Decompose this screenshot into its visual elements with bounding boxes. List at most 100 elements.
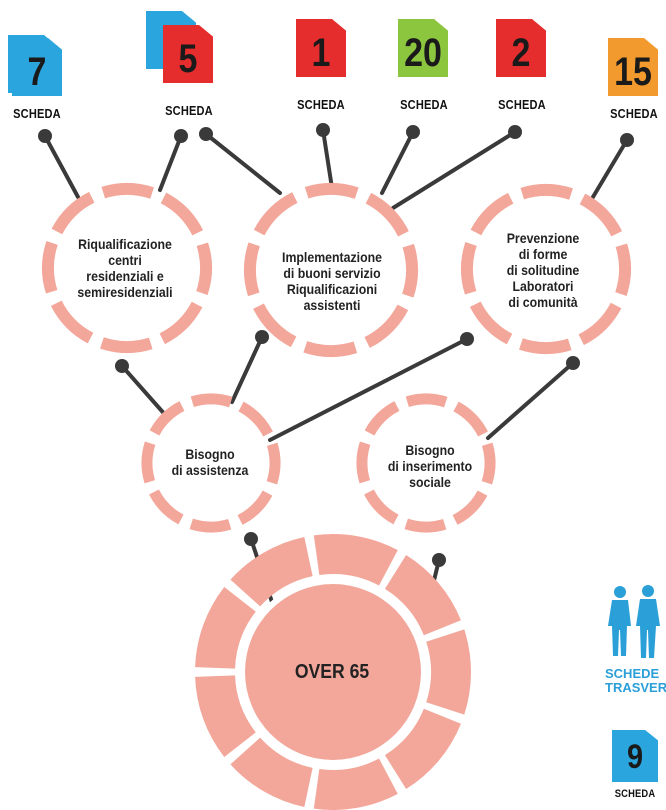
badge-number: 20 — [404, 31, 442, 75]
ring-riqualificazione-segment — [42, 241, 58, 294]
badge-label: SCHEDA — [610, 106, 658, 121]
trasversali-title: SCHEDE TRASVERSALI — [605, 667, 666, 695]
connector-badge15-prevenzione-line — [588, 138, 629, 204]
connector-badge15-prevenzione — [588, 133, 634, 204]
node-line: sociale — [409, 474, 451, 490]
badge-scheda-9[interactable]: 9 — [612, 730, 658, 782]
node-line: centri — [108, 252, 142, 268]
connector-badge5-implementazione-line — [204, 132, 282, 195]
node-over65[interactable]: OVER 65 — [294, 661, 370, 683]
node-bisogno-assistenza[interactable]: Bisogno di assistenza — [157, 446, 263, 478]
ring-bisogno-assistenza-segment — [189, 518, 232, 533]
ring-bisogno-inserimento-segment — [481, 442, 496, 485]
connector-badge7-riqualificazione-dot — [38, 129, 52, 143]
node-line: Bisogno — [405, 442, 455, 458]
ring-prevenzione-segment — [470, 192, 514, 236]
ring-prevenzione-segment — [578, 302, 622, 346]
connector-prevenzione-inserimento-line — [486, 361, 575, 440]
ring-implementazione-segment — [253, 192, 298, 236]
node-riqualificazione[interactable]: Riqualificazione centri residenziali e s… — [55, 236, 196, 300]
connector-inserimento-over65-dot — [432, 553, 446, 567]
ring-implementazione-segment — [365, 192, 409, 237]
node-line: di solitudine — [506, 262, 580, 278]
ring-bisogno-inserimento-segment — [356, 441, 371, 484]
ring-prevenzione-segment — [519, 338, 572, 354]
ring-over65-segment — [313, 758, 398, 810]
connector-badge5-riqualificazione-dot — [174, 129, 188, 143]
ring-bisogno-inserimento-segment — [364, 489, 399, 525]
ring-bisogno-inserimento — [356, 393, 496, 533]
node-line: di inserimento — [387, 458, 473, 474]
ring-bisogno-assistenza-segment — [141, 441, 156, 484]
connector-prevenzione-inserimento — [486, 356, 580, 440]
trasversali-line: SCHEDE — [605, 666, 660, 681]
connectors — [38, 123, 634, 607]
ring-riqualificazione-fill — [54, 195, 200, 341]
ring-riqualificazione-segment — [50, 300, 94, 344]
node-line: di assistenza — [171, 462, 249, 478]
ring-implementazione-segment — [244, 242, 260, 297]
ring-over65 — [195, 534, 471, 810]
ring-prevenzione-segment — [520, 184, 573, 200]
node-line: semiresidenziali — [77, 284, 173, 300]
ring-implementazione-segment — [253, 303, 297, 348]
ring-over65-segment — [195, 587, 257, 670]
badge-label: SCHEDA — [165, 103, 213, 118]
badge-label: SCHEDA — [297, 97, 345, 112]
ring-implementazione-fill — [256, 195, 406, 345]
badge-scheda-2[interactable]: 2 — [496, 19, 546, 77]
people-icon — [608, 585, 660, 658]
badge-number: 2 — [511, 31, 531, 75]
connector-badge20-implementazione — [380, 125, 420, 195]
rings — [42, 183, 631, 810]
node-line: Riqualificazione — [78, 236, 172, 252]
connector-badge1-implementazione — [316, 123, 334, 190]
connector-badge20-implementazione-dot — [406, 125, 420, 139]
ring-prevenzione-segment — [579, 193, 623, 237]
badge-scheda-1[interactable]: 1 — [296, 19, 346, 77]
ring-bisogno-assistenza-segment — [266, 442, 281, 485]
connector-badge2-implementazione — [391, 125, 522, 210]
ring-bisogno-inserimento-segment — [452, 490, 488, 525]
badge-scheda-20[interactable]: 20 — [398, 19, 448, 77]
node-line: di comunità — [508, 294, 578, 310]
node-bisogno-inserimento[interactable]: Bisogno di inserimento sociale — [377, 442, 483, 490]
connector-riqualificazione-assistenza-line — [120, 364, 170, 420]
ring-bisogno-assistenza-segment — [237, 490, 273, 525]
node-implementazione[interactable]: Implementazione di buoni servizio Riqual… — [262, 249, 403, 313]
connector-badge5-implementazione-dot — [199, 127, 213, 141]
ring-over65-segment — [384, 708, 461, 790]
badge-scheda-15[interactable]: 15 — [608, 38, 658, 96]
badge-label: SCHEDA — [614, 788, 656, 800]
connector-assistenza-over65-dot — [244, 532, 258, 546]
badge-number: 1 — [311, 31, 331, 75]
connector-prevenzione-assistenza — [268, 332, 474, 442]
badge-number: 9 — [626, 738, 644, 776]
ring-riqualificazione-segment — [101, 183, 154, 199]
connector-prevenzione-assistenza-dot — [460, 332, 474, 346]
connector-badge5-riqualificazione — [158, 129, 188, 192]
ring-prevenzione-segment — [469, 301, 513, 345]
ring-bisogno-assistenza-fill — [152, 404, 270, 522]
badge-scheda-5[interactable]: 5 — [163, 25, 213, 83]
node-line: di forme — [518, 246, 568, 262]
connector-riqualificazione-assistenza-dot — [115, 359, 129, 373]
badge-scheda-7[interactable]: 7 — [12, 38, 62, 96]
ring-riqualificazione — [42, 183, 212, 353]
connector-riqualificazione-assistenza — [115, 359, 170, 420]
ring-riqualificazione-segment — [196, 242, 212, 295]
ring-bisogno-assistenza-segment — [149, 401, 185, 436]
ring-bisogno-inserimento-segment — [364, 401, 400, 436]
badge-label: SCHEDA — [13, 106, 61, 121]
connector-prevenzione-inserimento-dot — [566, 356, 580, 370]
ring-implementazione — [244, 183, 418, 357]
ring-bisogno-assistenza-segment — [238, 401, 273, 437]
badge-label: SCHEDA — [498, 97, 546, 112]
node-line: Riqualificazioni — [286, 281, 378, 297]
connector-implementazione-assistenza-dot — [255, 330, 269, 344]
ring-over65-segment — [426, 629, 471, 715]
node-prevenzione[interactable]: Prevenzione di forme di solitudine Labor… — [477, 230, 609, 310]
connector-badge5-riqualificazione-line — [158, 134, 183, 192]
node-line: Bisogno — [185, 446, 235, 462]
